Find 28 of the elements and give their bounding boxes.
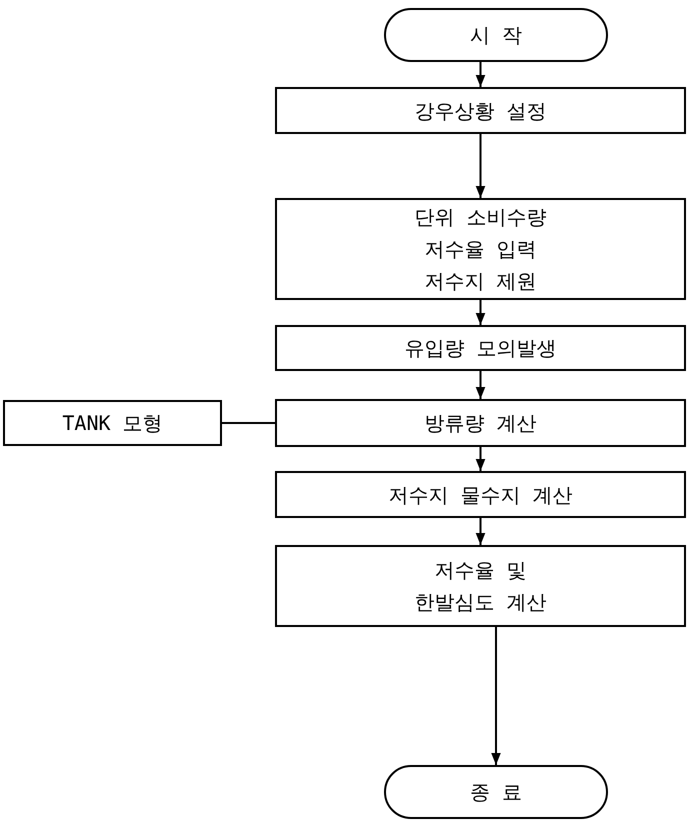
process-box	[275, 471, 686, 518]
node-label: 방류량 계산	[424, 410, 537, 437]
arrow	[476, 518, 486, 545]
process-box	[275, 198, 686, 300]
node-label: 저수율 입력	[424, 236, 537, 263]
terminal-shape	[384, 765, 608, 819]
node-label: TANK 모형	[62, 410, 163, 437]
node-label: 유입량 모의발생	[404, 335, 557, 362]
node-label: 종 료	[470, 779, 522, 806]
arrow	[476, 447, 486, 471]
arrow	[476, 62, 486, 87]
node-label: 저수지 제원	[424, 268, 537, 295]
process-box	[3, 400, 222, 446]
node-label: 단위 소비수량	[414, 204, 547, 231]
process-box	[275, 325, 686, 371]
terminal-shape	[384, 8, 608, 62]
connector-line	[222, 422, 275, 424]
node-label: 저수지 물수지 계산	[388, 482, 573, 508]
arrow	[476, 371, 486, 399]
arrow	[476, 300, 486, 325]
arrow	[491, 627, 501, 765]
process-box	[275, 399, 686, 447]
process-box	[275, 545, 686, 627]
node-label: 강우상황 설정	[414, 98, 547, 124]
process-box	[275, 87, 686, 134]
arrow	[476, 134, 486, 198]
node-label: 시 작	[470, 22, 522, 49]
node-label: 저수율 및 한발심도 계산	[413, 557, 548, 616]
